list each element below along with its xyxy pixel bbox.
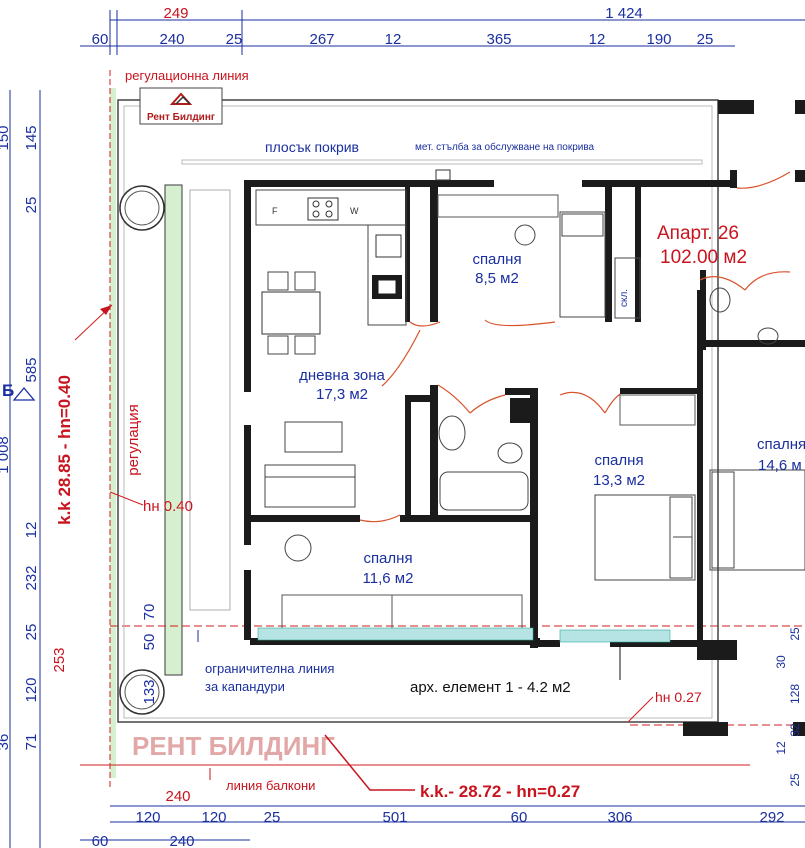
- svg-text:306: 306: [607, 809, 632, 826]
- svg-text:60: 60: [92, 833, 109, 848]
- svg-text:585: 585: [23, 357, 40, 382]
- left-dimensions: 150 145 25 585 1 008 12 232 25 253 120 3…: [0, 90, 68, 848]
- svg-text:F: F: [272, 206, 278, 216]
- green-strip: [164, 184, 183, 676]
- svg-text:150: 150: [0, 125, 12, 150]
- svg-text:292: 292: [759, 809, 784, 826]
- svg-text:232: 232: [23, 565, 40, 590]
- svg-text:32: 32: [788, 723, 802, 737]
- columns: [119, 185, 165, 715]
- svg-text:12: 12: [589, 31, 606, 48]
- svg-text:W: W: [350, 206, 359, 216]
- svg-text:25: 25: [23, 624, 40, 641]
- svg-text:365: 365: [486, 31, 511, 48]
- regulation-line-label: регулационна линия: [125, 68, 249, 83]
- apartment-area: 102.00 м2: [660, 247, 747, 268]
- room-area: 11,6 м2: [363, 570, 414, 587]
- metal-ladder-label: мет. стълба за обслужване на покрива: [415, 141, 595, 153]
- section-marker: Б: [2, 381, 14, 400]
- kk-bottom-label: k.k.- 28.72 - hn=0.27: [420, 782, 580, 801]
- section-marker-icon: [12, 386, 36, 401]
- svg-text:70: 70: [141, 604, 158, 621]
- hatch-strip-1: [257, 627, 534, 641]
- svg-text:25: 25: [788, 773, 802, 787]
- svg-text:25: 25: [697, 31, 714, 48]
- limit-line-label: ограничителна линия: [205, 661, 334, 676]
- svg-text:12: 12: [774, 741, 788, 755]
- furniture: F W: [255, 189, 805, 638]
- svg-text:128: 128: [788, 684, 802, 704]
- svg-text:25: 25: [226, 31, 243, 48]
- kk-left-label: k.k 28.85 - hn=0.40: [55, 375, 74, 525]
- apartment-walls: [244, 100, 805, 736]
- svg-text:120: 120: [23, 677, 40, 702]
- top-dimensions: 249 1 424 60 240 25 267 12 365 12 190 25: [80, 5, 805, 55]
- dim-249: 249: [163, 5, 188, 22]
- svg-text:253: 253: [51, 647, 68, 672]
- regulation-vertical-label: регулация: [125, 404, 142, 476]
- apartment-name: Апарт. 26: [657, 223, 739, 244]
- flat-roof-label: плосък покрив: [265, 139, 359, 155]
- svg-text:12: 12: [385, 31, 402, 48]
- svg-text:267: 267: [309, 31, 334, 48]
- room-name: спалня: [472, 251, 521, 268]
- svg-text:25: 25: [788, 627, 802, 641]
- hn-left-label: hн 0.40: [143, 498, 193, 515]
- hatch-strip-2: [559, 629, 671, 643]
- svg-text:60: 60: [92, 31, 109, 48]
- limit-line-label-2: за капандури: [205, 679, 285, 694]
- svg-text:240: 240: [165, 788, 190, 805]
- svg-text:133: 133: [141, 679, 158, 704]
- inner-dimensions: 70 50 133 25 30 128 32 12 25: [141, 604, 802, 787]
- balcony-line-label: линия балкони: [226, 778, 315, 793]
- room-name: спалня: [363, 550, 412, 567]
- dim-1424: 1 424: [605, 5, 643, 22]
- svg-text:60: 60: [511, 809, 528, 826]
- room-name: спалня: [594, 452, 643, 469]
- svg-text:501: 501: [382, 809, 407, 826]
- svg-text:12: 12: [23, 522, 40, 539]
- svg-text:240: 240: [159, 31, 184, 48]
- svg-text:50: 50: [141, 634, 158, 651]
- room-name: дневна зона: [299, 367, 385, 384]
- watermark: РЕНТ БИЛДИНГ: [132, 731, 335, 761]
- svg-text:145: 145: [23, 125, 40, 150]
- svg-text:1 008: 1 008: [0, 436, 12, 474]
- svg-text:190: 190: [646, 31, 671, 48]
- svg-text:30: 30: [774, 655, 788, 669]
- door-swings: [359, 171, 791, 523]
- room-area: 17,3 м2: [316, 386, 368, 403]
- svg-text:25: 25: [23, 197, 40, 214]
- arch-element-label: арх. елемент 1 - 4.2 м2: [410, 679, 571, 696]
- hn-right-label: hн 0.27: [655, 689, 702, 705]
- svg-text:71: 71: [23, 734, 40, 751]
- company-logo: Рент Билдинг: [139, 87, 223, 125]
- closet-label: скл.: [619, 289, 630, 307]
- room-area: 13,3 м2: [593, 472, 645, 489]
- bottom-dimensions: 240 120 120 25 501 60 306 292 60 240: [80, 788, 805, 848]
- svg-text:Рент Билдинг: Рент Билдинг: [147, 112, 215, 123]
- room-area: 14,6 м: [758, 457, 802, 474]
- svg-text:240: 240: [169, 833, 194, 848]
- room-name: спалня: [757, 436, 805, 453]
- green-edge: [110, 88, 116, 778]
- svg-text:120: 120: [135, 809, 160, 826]
- svg-text:36: 36: [0, 734, 12, 751]
- room-area: 8,5 м2: [475, 270, 519, 287]
- svg-text:25: 25: [264, 809, 281, 826]
- svg-text:120: 120: [201, 809, 226, 826]
